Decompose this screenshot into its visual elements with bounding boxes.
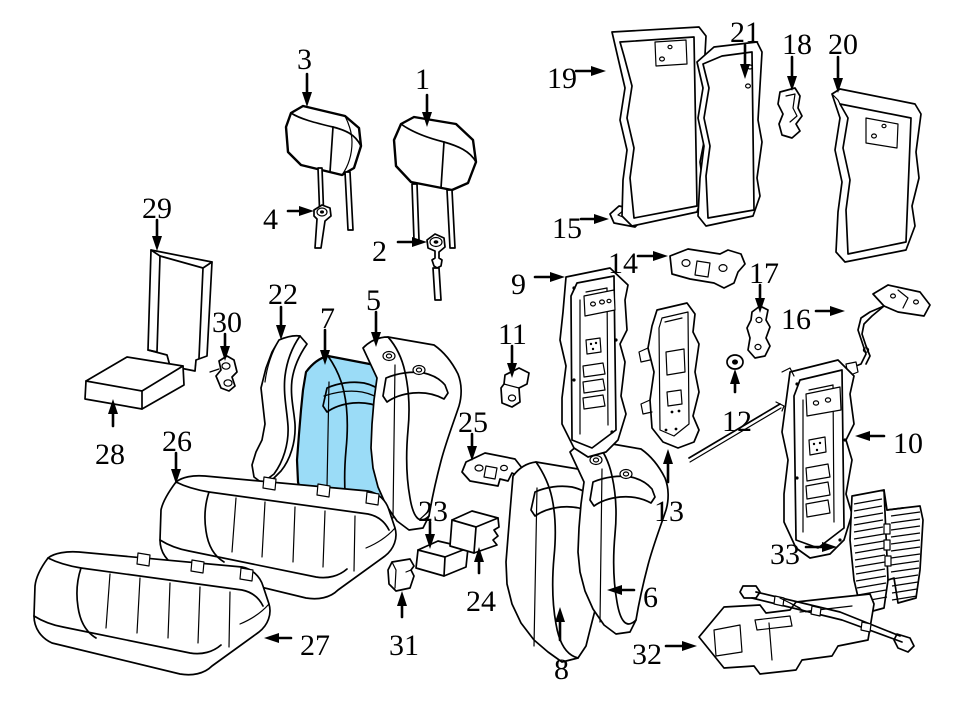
callout-label-26[interactable]: 26 [162,425,192,458]
callout-label-16[interactable]: 16 [781,303,811,336]
callout-label-2[interactable]: 2 [372,235,387,268]
callout-label-24[interactable]: 24 [466,585,496,618]
callout-label-15[interactable]: 15 [552,212,582,245]
callout-label-18[interactable]: 18 [782,28,812,61]
callout-label-32[interactable]: 32 [632,638,662,671]
part-16-release-cable [845,284,931,377]
callout-label-1[interactable]: 1 [415,63,430,96]
part-2-headrest-guide-locking [426,233,446,301]
callout-label-8[interactable]: 8 [554,653,569,686]
callout-label-9[interactable]: 9 [511,268,526,301]
callout-label-12[interactable]: 12 [722,405,752,438]
callout-label-6[interactable]: 6 [643,581,658,614]
callout-label-13[interactable]: 13 [654,495,684,528]
callout-label-29[interactable]: 29 [142,192,172,225]
part-18-trim-clip-bracket [777,87,803,139]
callout-label-22[interactable]: 22 [268,278,298,311]
part-13-center-seat-back-frame [638,302,700,449]
part-27-seat-cushion-rear-left [33,550,271,676]
callout-label-30[interactable]: 30 [212,306,242,339]
part-9-seat-back-frame-right [559,267,629,458]
part-32-seat-heater-mat-cushion [698,585,915,675]
part-21-back-panel-center [696,41,763,227]
callout-arrows [108,43,886,651]
callout-label-25[interactable]: 25 [458,406,488,439]
callout-label-17[interactable]: 17 [749,257,779,290]
part-30-hinge-pivot-pin [209,355,238,392]
callout-label-28[interactable]: 28 [95,438,125,471]
part-5-backrest-cover-right [362,336,462,531]
callout-label-4[interactable]: 4 [263,203,278,236]
callout-label-10[interactable]: 10 [893,427,923,460]
part-24-trim-strip-short [449,510,500,554]
part-4-headrest-guide-plain [313,204,332,249]
part-11-bracket-small [500,367,530,408]
callout-label-7[interactable]: 7 [320,302,335,335]
callout-label-27[interactable]: 27 [300,629,330,662]
part-rod-tube [688,401,785,463]
part-29-center-armrest-panel [147,249,213,372]
part-12-washer [726,354,744,370]
part-25-latch-cover-plate [461,452,523,487]
callout-label-11[interactable]: 11 [498,318,527,351]
callout-label-21[interactable]: 21 [730,16,760,49]
callout-label-14[interactable]: 14 [608,247,638,280]
part-33-seat-heater-element [849,489,924,615]
callout-label-20[interactable]: 20 [828,28,858,61]
part-20-back-panel-left [831,88,922,263]
part-23-trim-strip-long [415,540,469,577]
callout-label-19[interactable]: 19 [547,62,577,95]
part-1-headrest-outer [392,115,478,249]
part-22-side-bolster-cover [251,334,308,484]
part-28-armrest-pad [84,356,185,410]
part-14-hinge-cover [669,248,746,289]
part-31-end-cap-small [387,558,415,592]
part-3-headrest-center [284,104,363,231]
part-17-latch-bracket [746,305,771,359]
callout-label-33[interactable]: 33 [770,538,800,571]
part-10-seat-back-frame-left [781,359,855,559]
callout-label-3[interactable]: 3 [297,43,312,76]
callout-label-23[interactable]: 23 [418,495,448,528]
part-19-back-panel-right [611,26,707,227]
callout-label-5[interactable]: 5 [366,284,381,317]
callout-label-31[interactable]: 31 [389,629,419,662]
